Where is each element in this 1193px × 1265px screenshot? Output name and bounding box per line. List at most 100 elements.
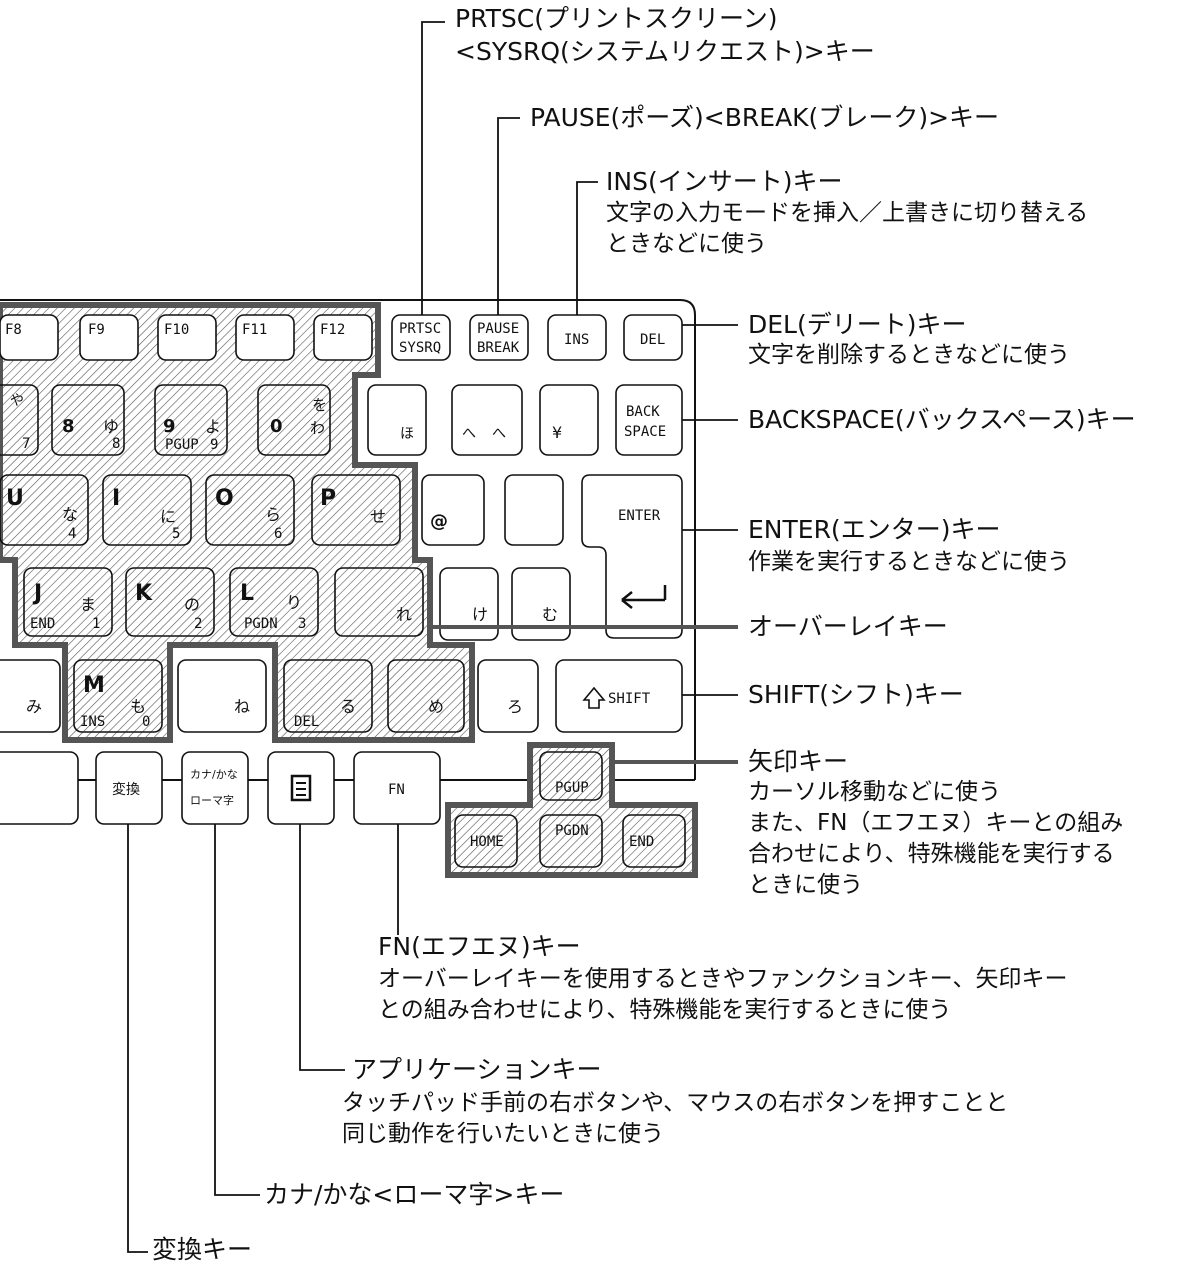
svg-text:F12: F12 xyxy=(320,322,345,338)
svg-text:8: 8 xyxy=(112,436,120,452)
svg-text:め: め xyxy=(428,697,444,716)
key-arrow-right[interactable]: END xyxy=(622,814,686,868)
callout-enter-desc1: 作業を実行するときなどに使う xyxy=(748,549,1070,575)
key-mu[interactable]: む xyxy=(511,567,571,641)
svg-text:む: む xyxy=(542,605,558,624)
svg-text:F10: F10 xyxy=(164,322,189,338)
key-me[interactable]: め xyxy=(387,659,465,733)
svg-text:わ: わ xyxy=(310,419,325,437)
svg-text:¥: ¥ xyxy=(552,423,562,442)
key-backspace[interactable]: BACK SPACE xyxy=(615,384,683,456)
leader-lines xyxy=(127,21,738,1253)
key-f8[interactable]: F8 xyxy=(0,314,59,361)
key-f12[interactable]: F12 xyxy=(313,314,373,361)
key-f11[interactable]: F11 xyxy=(235,314,295,361)
key-yen[interactable]: ¥ xyxy=(539,384,599,456)
key-m[interactable]: M も INS 0 xyxy=(73,659,163,733)
svg-text:り: り xyxy=(286,593,302,612)
key-space[interactable] xyxy=(0,751,79,825)
svg-text:DEL: DEL xyxy=(640,332,665,348)
svg-text:1: 1 xyxy=(92,616,100,632)
svg-text:PGUP: PGUP xyxy=(555,780,589,796)
key-application[interactable] xyxy=(267,751,335,825)
key-re[interactable]: れ xyxy=(334,567,424,637)
key-8[interactable]: 8 ゆ 8 xyxy=(51,384,125,456)
svg-text:SPACE: SPACE xyxy=(624,424,666,440)
key-o[interactable]: O ら 6 xyxy=(205,474,295,546)
svg-text:INS: INS xyxy=(80,714,105,730)
key-kana[interactable]: カナ/かな ローマ字 xyxy=(181,751,249,825)
callout-arrow-desc3: 合わせにより、特殊機能を実行する xyxy=(748,841,1115,867)
leader-kana xyxy=(214,824,260,1196)
leader-ins xyxy=(576,181,598,315)
svg-text:へ: へ xyxy=(492,426,506,442)
key-ya[interactable]: や 7 xyxy=(0,384,39,456)
svg-text:END: END xyxy=(30,616,55,632)
svg-text:DEL: DEL xyxy=(294,714,319,730)
key-arrow-left[interactable]: HOME xyxy=(454,814,518,868)
key-f9[interactable]: F9 xyxy=(79,314,139,361)
svg-text:SHIFT: SHIFT xyxy=(608,691,651,707)
key-bracket[interactable] xyxy=(504,474,564,546)
key-arrow-down[interactable]: PGDN xyxy=(539,814,603,868)
callout-overlay-title: オーバーレイキー xyxy=(748,612,948,641)
svg-text:へ: へ xyxy=(462,426,476,442)
svg-text:2: 2 xyxy=(194,616,202,632)
svg-text:せ: せ xyxy=(370,507,386,526)
key-enter[interactable]: ENTER xyxy=(581,474,683,639)
callout-arrow-desc2: また、FN（エフエヌ）キーとの組み xyxy=(748,810,1124,836)
key-ins[interactable]: INS xyxy=(547,314,607,361)
svg-text:を: を xyxy=(312,396,327,414)
key-at[interactable]: @ xyxy=(421,474,485,546)
key-prtsc[interactable]: PRTSC SYSRQ xyxy=(391,314,451,361)
key-9[interactable]: 9 よ PGUP 9 xyxy=(154,384,228,456)
key-p[interactable]: P せ xyxy=(311,474,401,546)
key-ru[interactable]: る DEL xyxy=(283,659,373,733)
key-ne[interactable]: ね xyxy=(177,659,267,733)
key-he[interactable]: へ へ xyxy=(451,384,523,456)
svg-text:P: P xyxy=(320,486,336,511)
key-0[interactable]: 0 を わ xyxy=(257,384,331,456)
svg-text:INS: INS xyxy=(564,332,589,348)
svg-text:ゆ: ゆ xyxy=(103,417,119,436)
key-henkan[interactable]: 変換 xyxy=(95,751,163,825)
svg-text:PGDN: PGDN xyxy=(244,616,278,632)
key-ke[interactable]: け xyxy=(439,567,499,641)
key-fn[interactable]: FN xyxy=(353,751,441,825)
svg-text:HOME: HOME xyxy=(470,834,504,850)
svg-text:み: み xyxy=(26,697,42,716)
callout-prtsc-title: PRTSC(プリントスクリーン) xyxy=(455,4,778,33)
key-i[interactable]: I に 5 xyxy=(102,474,192,546)
leader-prtsc xyxy=(421,21,445,315)
callout-del-title: DEL(デリート)キー xyxy=(748,310,967,339)
key-arrow-up[interactable]: PGUP xyxy=(539,751,603,801)
key-pause[interactable]: PAUSE BREAK xyxy=(469,314,529,361)
svg-text:6: 6 xyxy=(274,526,282,542)
svg-text:END: END xyxy=(629,834,654,850)
callout-app-desc1: タッチパッド手前の右ボタンや、マウスの右ボタンを押すことと xyxy=(342,1090,1009,1116)
callout-arrow-desc4: ときに使う xyxy=(748,872,863,898)
svg-text:BREAK: BREAK xyxy=(477,340,520,356)
svg-text:れ: れ xyxy=(396,605,412,624)
key-ro[interactable]: ろ xyxy=(477,659,539,733)
key-l[interactable]: L り PGDN 3 xyxy=(229,567,319,637)
callout-ins-title: INS(インサート)キー xyxy=(606,167,843,196)
key-f10[interactable]: F10 xyxy=(157,314,217,361)
key-shift[interactable]: SHIFT xyxy=(555,659,683,733)
svg-text:変換: 変換 xyxy=(112,781,140,798)
leader-henkan xyxy=(127,824,148,1253)
svg-text:よ: よ xyxy=(205,417,221,436)
key-j[interactable]: J ま END 1 xyxy=(23,567,113,637)
key-u[interactable]: U な 4 xyxy=(0,474,89,546)
svg-text:9: 9 xyxy=(210,437,218,453)
key-mi[interactable]: み xyxy=(0,659,61,733)
svg-text:ま: ま xyxy=(80,595,96,614)
svg-text:の: の xyxy=(184,595,200,614)
key-del[interactable]: DEL xyxy=(623,314,683,361)
callout-fn-title: FN(エフエヌ)キー xyxy=(378,932,581,961)
key-he-equal[interactable]: ほ xyxy=(367,384,427,456)
svg-text:PRTSC: PRTSC xyxy=(399,321,441,337)
svg-text:O: O xyxy=(215,486,234,511)
key-k[interactable]: K の 2 xyxy=(125,567,215,637)
